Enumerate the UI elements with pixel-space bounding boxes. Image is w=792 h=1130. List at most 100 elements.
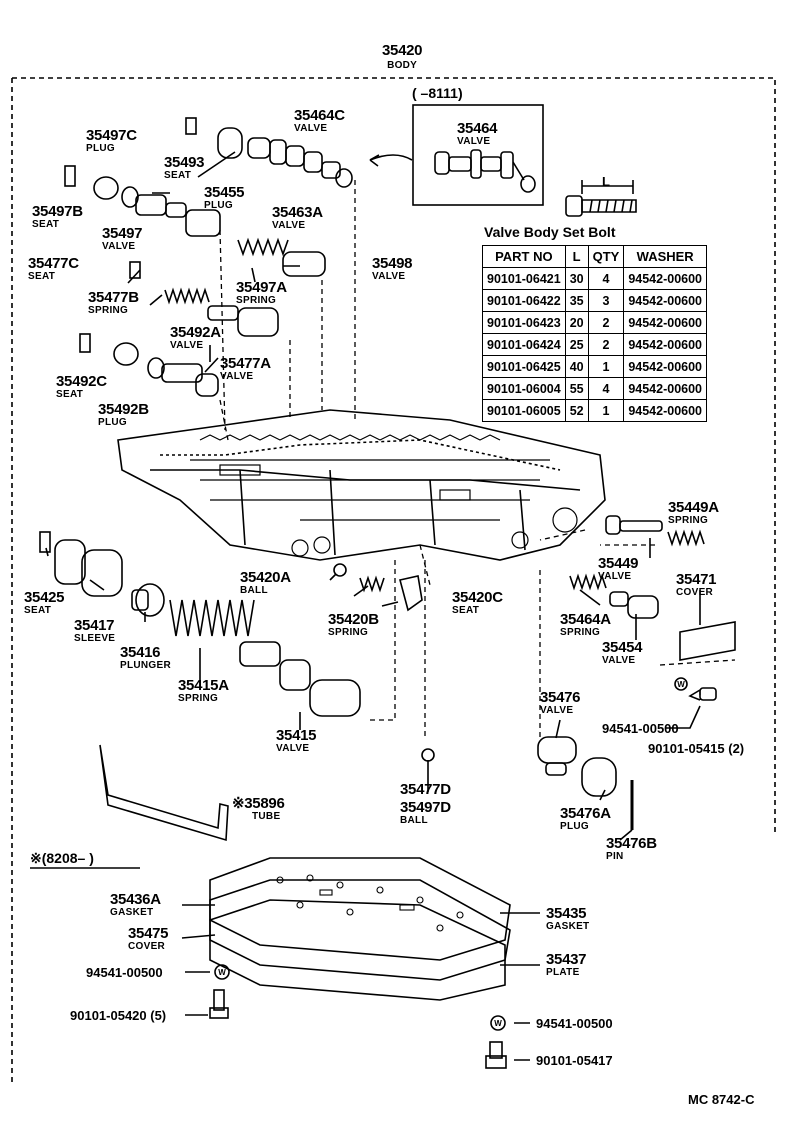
cover-35471-drawing [679,621,736,661]
table-cell: 52 [564,399,589,422]
washer-94541-00500-left [214,964,230,980]
bolt-90101-05420-drawing [209,989,229,1019]
inset-box [412,104,544,206]
spring-35477b-drawing [164,287,210,305]
bolt-table-col-1: L [564,245,589,268]
set-bolt-drawing [565,180,637,217]
inset-range-label: ( –8111) [412,85,463,101]
ball-35477d-drawing [421,748,435,762]
body-callout: 35420 BODY [382,42,423,71]
sleeve-35417-drawing [54,539,123,597]
table-cell: 4 [587,267,625,290]
bolt-table-col-2: QTY [587,245,625,268]
table-cell: 94542-00600 [623,289,708,312]
valve-35498-drawing [282,251,326,277]
table-cell: 90101-06422 [482,289,566,312]
seat-35420c-drawing [399,575,423,612]
table-cell: 94542-00600 [623,377,708,400]
table-cell: 3 [587,289,625,312]
valve-35449-drawing [605,515,663,535]
callout-washer-94541-left: 94541-00500 [86,965,163,980]
bolt-table-col-3: WASHER [623,245,708,268]
plug-35476a-drawing [581,757,617,797]
callout-washer-94541-side: 94541-00500 [602,721,679,736]
table-cell: 90101-06004 [482,377,566,400]
table-cell: 2 [587,311,625,334]
plug-35497c-drawing [93,176,119,200]
callout-bolt-90101-05417: 90101-05417 [536,1053,613,1068]
seat-35425-drawing [39,531,51,553]
ball-35420a-drawing [333,563,347,577]
callout-bolt-90101-05420: 90101-05420 (5) [70,1008,167,1023]
callout-washer-94541-right: 94541-00500 [536,1016,613,1031]
table-cell: 90101-06424 [482,333,566,356]
washer-94541-00500-right [490,1015,506,1031]
table-cell: 90101-06421 [482,267,566,290]
table-cell: 90101-06425 [482,355,566,378]
table-cell: 90101-06423 [482,311,566,334]
valve-35464c-drawing [217,127,353,188]
table-cell: 55 [564,377,589,400]
assembly-boundary [11,77,776,1082]
table-cell: 94542-00600 [623,399,708,422]
plate-stack-drawing [209,857,511,1001]
table-cell: 94542-00600 [623,311,708,334]
washer-94541-00500-side [674,677,688,691]
table-cell: 20 [564,311,589,334]
table-cell: 35 [564,289,589,312]
spring-35464a-drawing [569,573,607,591]
seat-35493-drawing [185,117,197,135]
bolt-length-label: L [602,174,610,189]
diagram-code: MC 8742-C [688,1092,755,1107]
table-cell: 90101-06005 [482,399,566,422]
table-cell: 30 [564,267,589,290]
table-cell: 1 [587,355,625,378]
table-cell: 4 [587,377,625,400]
spring-35497a-drawing [237,237,289,257]
valve-35497-drawing [121,186,221,237]
washer-symbol-left: W [218,968,226,977]
spring-35449a-drawing [667,529,705,547]
part-name: BODY [387,60,418,71]
bolt-90101-05417-drawing [485,1041,507,1069]
valve-35492a-drawing [147,357,219,397]
callout-bolt-90101-05415: 90101-05415 (2) [648,741,745,756]
